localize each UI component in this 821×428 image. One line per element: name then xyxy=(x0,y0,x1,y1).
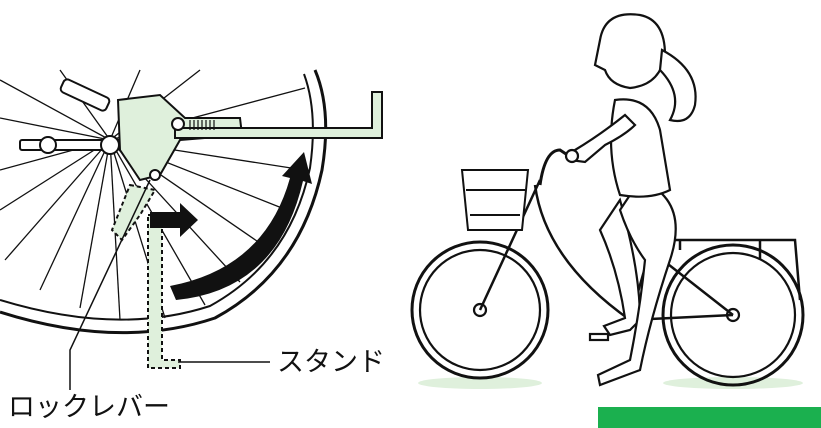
rider-scene xyxy=(412,14,803,389)
rider xyxy=(570,14,696,385)
pedal xyxy=(590,334,608,340)
front-basket xyxy=(462,170,528,230)
stand-folded xyxy=(118,92,382,180)
stand-label: スタンド xyxy=(277,349,385,376)
green-bar xyxy=(598,407,821,428)
axle xyxy=(20,78,119,154)
pivot-bolt xyxy=(172,118,184,130)
lock-lever-pivot xyxy=(150,170,160,180)
spring xyxy=(190,120,214,130)
rider-hand xyxy=(566,150,578,162)
rear-wheel-shadow xyxy=(663,377,803,389)
lock-lever-label: ロックレバー xyxy=(8,394,170,421)
